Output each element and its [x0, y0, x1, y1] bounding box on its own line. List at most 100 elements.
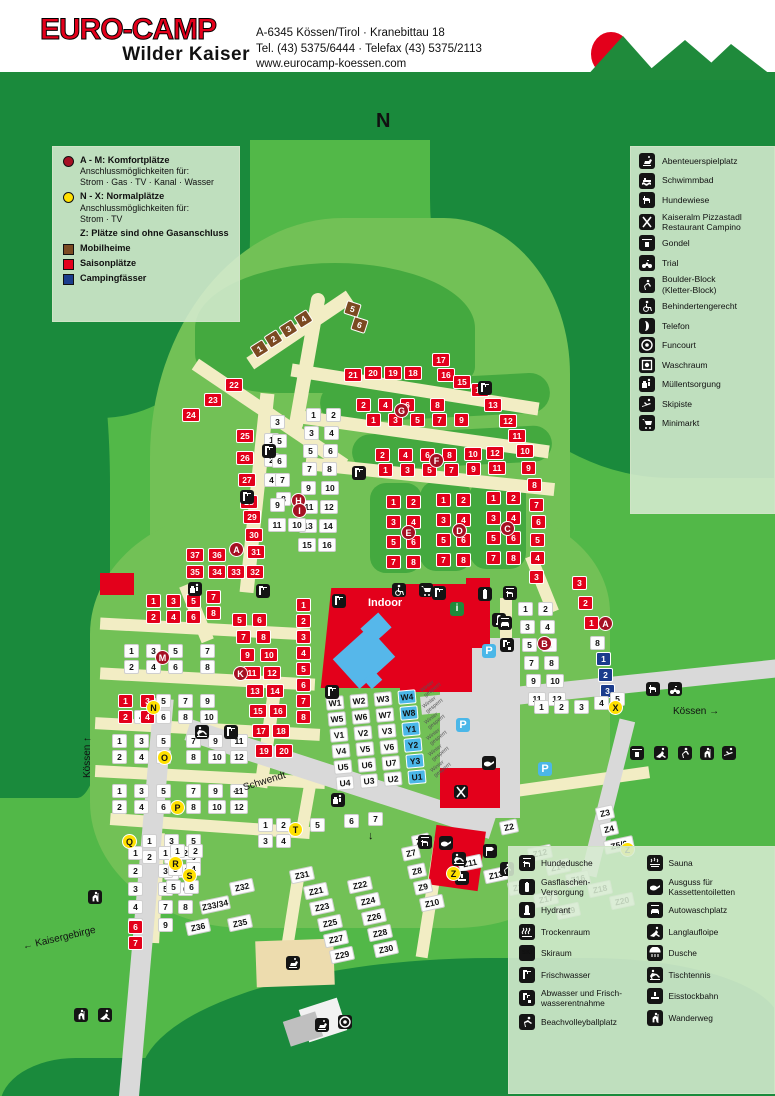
- pitch-1[interactable]: 1: [596, 652, 611, 666]
- pitch-1[interactable]: 1: [128, 846, 143, 860]
- pitch-15[interactable]: 15: [249, 704, 267, 718]
- pitch-29[interactable]: 29: [243, 510, 261, 524]
- pitch-1[interactable]: 1: [366, 413, 381, 427]
- climbing-icon[interactable]: [678, 746, 692, 760]
- pitch-2[interactable]: 2: [578, 596, 593, 610]
- pitch-z36[interactable]: Z36: [184, 917, 212, 937]
- waste-water-icon[interactable]: [500, 638, 514, 652]
- pitch-13[interactable]: 13: [484, 398, 502, 412]
- pitch-marker-k[interactable]: K: [233, 666, 248, 681]
- pitch-u4[interactable]: U4: [335, 775, 355, 791]
- pitch-2[interactable]: 2: [456, 493, 471, 507]
- pitch-6[interactable]: 6: [296, 678, 311, 692]
- fresh-water-icon[interactable]: [325, 685, 339, 699]
- pitch-5[interactable]: 5: [166, 880, 181, 894]
- pitch-2[interactable]: 2: [554, 700, 569, 714]
- pitch-5[interactable]: 5: [186, 594, 201, 608]
- pitch-v5[interactable]: V5: [355, 741, 375, 757]
- pitch-3[interactable]: 3: [296, 630, 311, 644]
- pitch-marker-q[interactable]: Q: [122, 834, 137, 849]
- pitch-8[interactable]: 8: [442, 448, 457, 462]
- pitch-2[interactable]: 2: [356, 398, 371, 412]
- pitch-y3[interactable]: Y3: [405, 753, 425, 769]
- pitch-5[interactable]: 5: [156, 734, 171, 748]
- pitch-marker-o[interactable]: O: [157, 750, 172, 765]
- table-tennis-icon[interactable]: [195, 725, 209, 739]
- pitch-u1[interactable]: U1: [407, 769, 427, 785]
- pitch-4[interactable]: 4: [540, 620, 555, 634]
- pitch-2[interactable]: 2: [598, 668, 613, 682]
- pitch-9[interactable]: 9: [270, 498, 285, 512]
- pitch-36[interactable]: 36: [208, 548, 226, 562]
- pitch-2[interactable]: 2: [112, 800, 127, 814]
- pitch-13[interactable]: 13: [246, 684, 264, 698]
- pitch-8[interactable]: 8: [456, 553, 471, 567]
- pitch-3[interactable]: 3: [486, 511, 501, 525]
- pitch-4[interactable]: 4: [378, 398, 393, 412]
- pitch-4[interactable]: 4: [398, 448, 413, 462]
- pitch-10[interactable]: 10: [200, 710, 218, 724]
- pitch-16[interactable]: 16: [269, 704, 287, 718]
- pitch-1[interactable]: 1: [534, 700, 549, 714]
- pitch-11[interactable]: 11: [488, 461, 506, 475]
- pitch-12[interactable]: 12: [230, 800, 248, 814]
- pitch-8[interactable]: 8: [186, 800, 201, 814]
- pitch-7[interactable]: 7: [444, 463, 459, 477]
- pitch-34[interactable]: 34: [208, 565, 226, 579]
- fresh-water-icon[interactable]: [256, 584, 270, 598]
- pitch-5[interactable]: 5: [486, 531, 501, 545]
- parking-icon[interactable]: P: [456, 718, 470, 732]
- pitch-9[interactable]: 9: [301, 481, 316, 495]
- fresh-water-icon[interactable]: [478, 381, 492, 395]
- building-west-small[interactable]: [100, 573, 134, 595]
- pitch-marker-p[interactable]: P: [170, 800, 185, 815]
- pitch-z27[interactable]: Z27: [322, 929, 350, 949]
- pitch-marker-f[interactable]: F: [429, 453, 444, 468]
- pitch-marker-t[interactable]: T: [288, 822, 303, 837]
- pitch-5[interactable]: 5: [530, 533, 545, 547]
- pitch-8[interactable]: 8: [406, 555, 421, 569]
- pitch-5[interactable]: 5: [310, 818, 325, 832]
- pitch-4[interactable]: 4: [530, 551, 545, 565]
- pitch-4[interactable]: 4: [128, 900, 143, 914]
- pitch-9[interactable]: 9: [521, 461, 536, 475]
- pitch-8[interactable]: 8: [200, 660, 215, 674]
- gas-bottle-icon[interactable]: [478, 587, 492, 601]
- pitch-9[interactable]: 9: [208, 784, 223, 798]
- pitch-marker-a[interactable]: A: [598, 616, 613, 631]
- pitch-3[interactable]: 3: [134, 734, 149, 748]
- restaurant-icon[interactable]: [454, 785, 468, 799]
- pitch-8[interactable]: 8: [256, 630, 271, 644]
- pitch-marker-x[interactable]: X: [608, 700, 623, 715]
- pitch-8[interactable]: 8: [430, 398, 445, 412]
- pitch-1[interactable]: 1: [306, 408, 321, 422]
- pitch-5[interactable]: 5: [272, 434, 287, 448]
- pitch-7[interactable]: 7: [529, 498, 544, 512]
- pitch-7[interactable]: 7: [436, 553, 451, 567]
- pitch-marker-n[interactable]: N: [146, 700, 161, 715]
- pitch-1[interactable]: 1: [112, 784, 127, 798]
- pitch-7[interactable]: 7: [206, 590, 221, 604]
- pitch-u5[interactable]: U5: [333, 759, 353, 775]
- pitch-marker-s[interactable]: S: [182, 868, 197, 883]
- building-restaurant[interactable]: [400, 634, 472, 692]
- pitch-v3[interactable]: V3: [377, 723, 397, 739]
- pitch-marker-g[interactable]: G: [394, 403, 409, 418]
- pitch-6[interactable]: 6: [168, 660, 183, 674]
- hiking-icon[interactable]: [88, 890, 102, 904]
- pitch-5[interactable]: 5: [410, 413, 425, 427]
- pitch-1[interactable]: 1: [436, 493, 451, 507]
- pitch-9[interactable]: 9: [240, 648, 255, 662]
- gondola-icon[interactable]: [630, 746, 644, 760]
- pitch-7[interactable]: 7: [386, 555, 401, 569]
- pitch-1[interactable]: 1: [124, 644, 139, 658]
- building-south-a[interactable]: [440, 768, 500, 808]
- pitch-5[interactable]: 5: [156, 784, 171, 798]
- pitch-8[interactable]: 8: [527, 478, 542, 492]
- pitch-3[interactable]: 3: [128, 882, 143, 896]
- pitch-w3[interactable]: W3: [373, 691, 393, 707]
- pitch-8[interactable]: 8: [322, 462, 337, 476]
- pitch-11[interactable]: 11: [508, 429, 526, 443]
- pitch-4[interactable]: 4: [594, 696, 609, 710]
- pitch-5[interactable]: 5: [386, 535, 401, 549]
